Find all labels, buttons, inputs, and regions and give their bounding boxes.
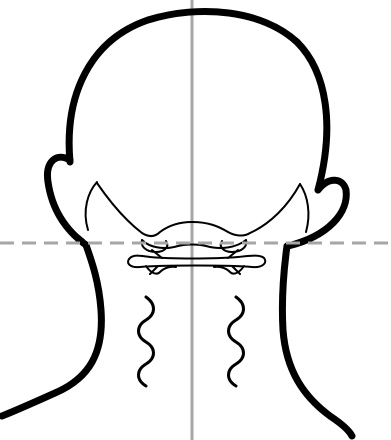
head-neck-diagram [0,0,391,440]
diagram-canvas [0,0,391,440]
